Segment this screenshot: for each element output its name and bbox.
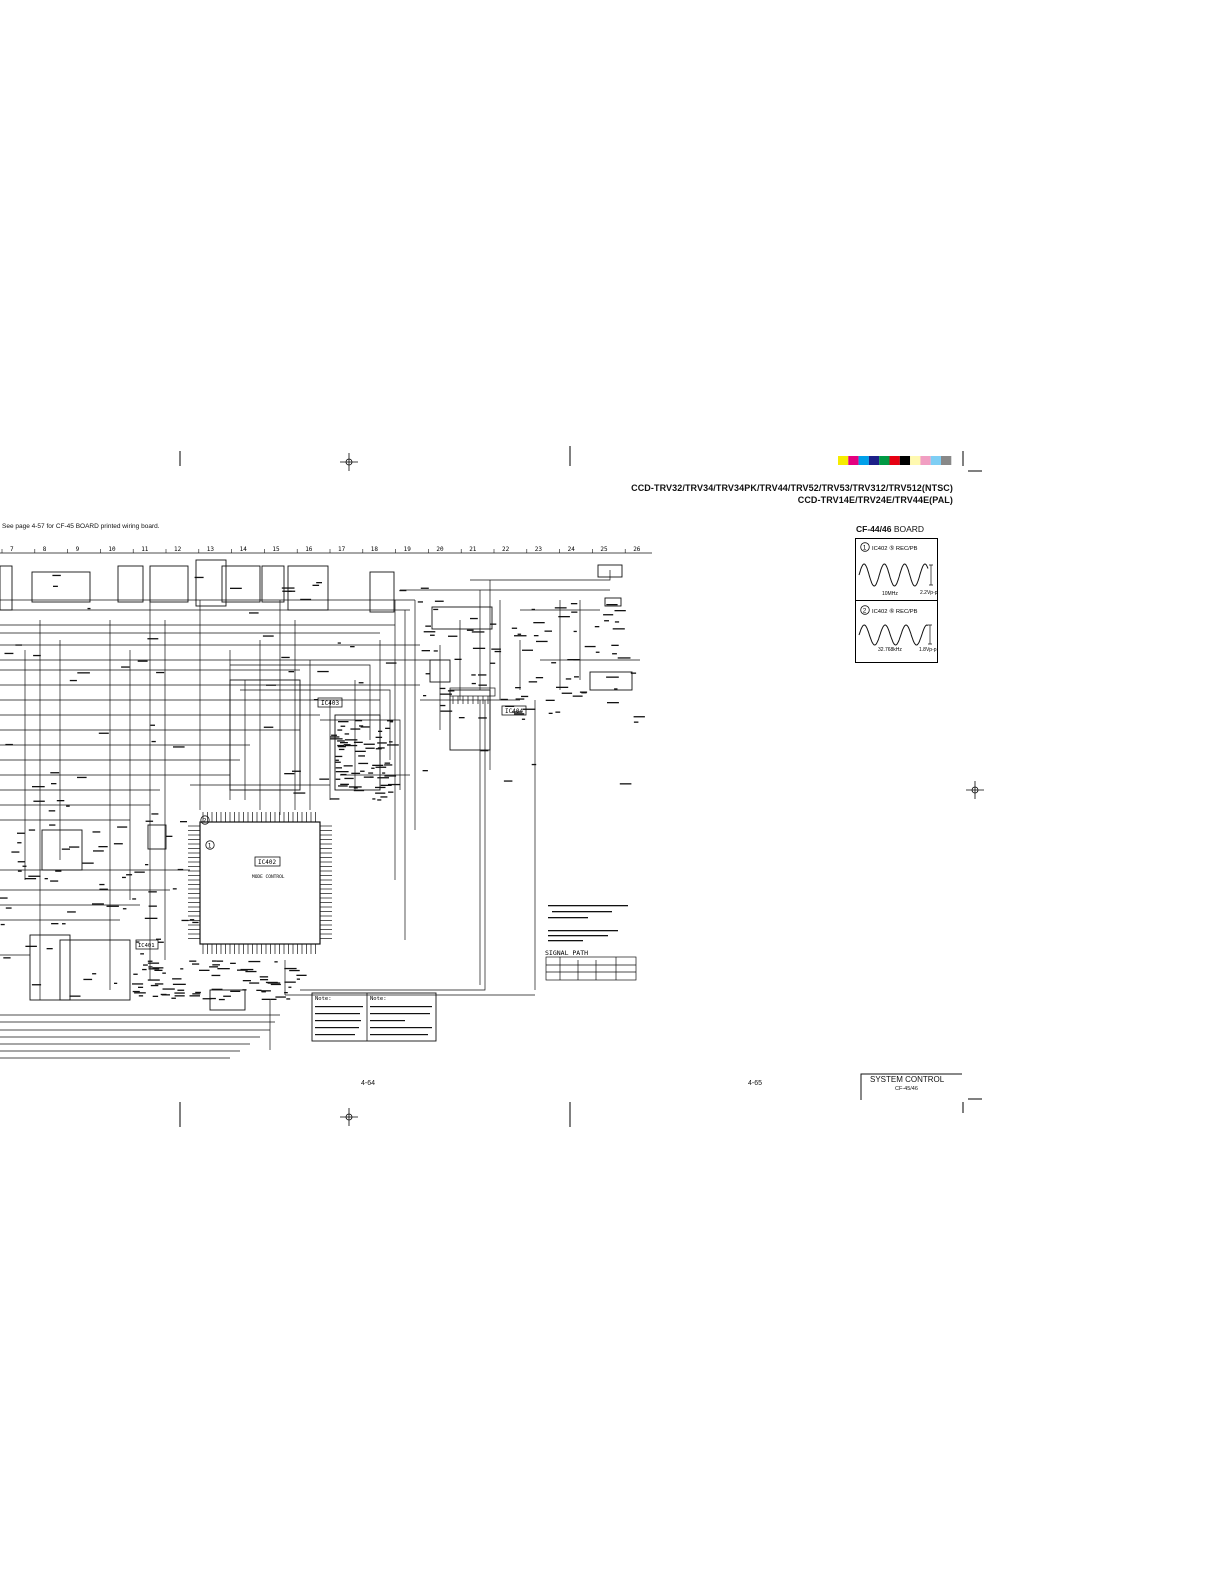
test-point-2-number: 2 (203, 818, 207, 825)
waveform-1-label: IC402 ⑤ REC/PB (872, 545, 918, 552)
grid-column-label: 8 (43, 546, 47, 553)
grid-column-label: 22 (502, 546, 510, 553)
crosshair-mark (966, 781, 984, 799)
ic402-label: IC402 (258, 859, 276, 866)
color-swatch (868, 456, 880, 465)
signal-path-table (545, 956, 637, 981)
test-point-1 (205, 840, 215, 850)
grid-column-label: 18 (371, 546, 379, 553)
waveform-board-title: CF-44/46 BOARD (856, 524, 924, 534)
ic401-label: IC401 (138, 943, 155, 949)
model-line-pal: CCD-TRV14E/TRV24E/TRV44E(PAL) (797, 495, 953, 505)
board-name: CF-44/46 (856, 524, 892, 534)
grid-column-label: 9 (76, 546, 80, 553)
color-swatch (910, 456, 921, 465)
waveform-2-label: IC402 ⑥ REC/PB (872, 608, 918, 615)
test-point-2 (200, 815, 210, 825)
grid-column-label: 11 (141, 546, 149, 553)
color-calibration-bar (838, 456, 952, 465)
ic404-pin-row (449, 687, 496, 704)
ic401-chip: IC401 (135, 939, 159, 950)
page-number-right: 4-65 (748, 1080, 763, 1087)
grid-column-label: 14 (240, 546, 248, 553)
ic403-chip: IC403 (317, 697, 343, 708)
remarks-text-marks (548, 905, 628, 942)
waveform-2-scale (928, 624, 932, 645)
grid-column-label: 26 (633, 546, 641, 553)
color-swatch (858, 456, 869, 465)
grid-column-label: 25 (600, 546, 608, 553)
waveform-2-number: 2 (863, 608, 867, 615)
signal-path-title: SIGNAL PATH (545, 949, 588, 957)
color-swatch (848, 456, 859, 465)
waveform-panel: 1 IC402 ⑤ REC/PB 10MHz 2.2Vp-p 2 IC402 ⑥… (855, 538, 938, 663)
waveform-divider (856, 600, 937, 601)
crosshair-mark (340, 453, 358, 471)
component-group (0, 559, 633, 1011)
page-number-left: 4-64 (361, 1080, 376, 1087)
grid-column-label: 7 (10, 546, 14, 553)
waveform-2-freq: 32.768kHz (878, 647, 902, 653)
ic402-function: MODE CONTROL (252, 874, 285, 880)
notes-left-head: Note: (315, 996, 332, 1002)
notes-right-head: Note: (370, 996, 387, 1002)
waveform-plots: 1 IC402 ⑤ REC/PB 10MHz 2.2Vp-p 2 IC402 ⑥… (858, 542, 938, 653)
grid-column-label: 12 (174, 546, 182, 553)
board-suffix: BOARD (893, 524, 925, 534)
grid-column-label: 19 (404, 546, 412, 553)
wiring-board-note: See page 4-57 for CF-45 BOARD printed wi… (2, 523, 160, 530)
waveform-2-amplitude: 1.8Vp-p (919, 647, 937, 653)
ic403-label: IC403 (321, 700, 339, 707)
color-swatch (920, 456, 931, 465)
crosshair-mark (340, 1108, 358, 1126)
wire-bundle (0, 570, 640, 1059)
waveform-2-marker (860, 605, 870, 615)
schematic-annotation-marks (0, 574, 645, 1001)
waveform-1-number: 1 (863, 545, 867, 552)
test-point-1-number: 1 (208, 843, 212, 850)
section-title: SYSTEM CONTROL (870, 1075, 945, 1084)
color-swatch (941, 456, 952, 465)
title-block-frame (860, 1073, 962, 1100)
waveform-1-freq: 10MHz (882, 591, 898, 597)
grid-column-label: 21 (469, 546, 477, 553)
model-line-ntsc: CCD-TRV32/TRV34/TRV34PK/TRV44/TRV52/TRV5… (631, 483, 953, 493)
color-swatch (899, 456, 911, 465)
grid-column-label: 20 (436, 546, 444, 553)
waveform-2-trace (858, 624, 929, 646)
ic402-chip: IC402 MODE CONTROL (188, 812, 332, 954)
grid-column-label: 23 (535, 546, 543, 553)
notes-table: Note: Note: (311, 992, 437, 1042)
section-title-block: SYSTEM CONTROL CF-45/46 (860, 1073, 962, 1101)
grid-column-label: 24 (568, 546, 576, 553)
grid-ruler: 7 8 9 10 11 12 13 14 15 16 17 18 19 20 21 22 23 24 25 26 (0, 546, 652, 554)
section-board: CF-45/46 (895, 1086, 918, 1092)
waveform-1-amplitude: 2.2Vp-p (920, 590, 938, 596)
color-swatch (930, 456, 941, 465)
grid-column-label: 16 (305, 546, 313, 553)
color-swatch (879, 456, 890, 465)
grid-column-label: 10 (108, 546, 116, 553)
grid-column-label: 15 (272, 546, 280, 553)
grid-column-label: 17 (338, 546, 346, 553)
waveform-1-marker (860, 542, 870, 552)
color-swatch (889, 456, 900, 465)
grid-column-label: 13 (207, 546, 215, 553)
waveform-1-trace (858, 563, 929, 587)
color-swatch (838, 456, 849, 465)
waveform-1-scale (929, 564, 933, 586)
